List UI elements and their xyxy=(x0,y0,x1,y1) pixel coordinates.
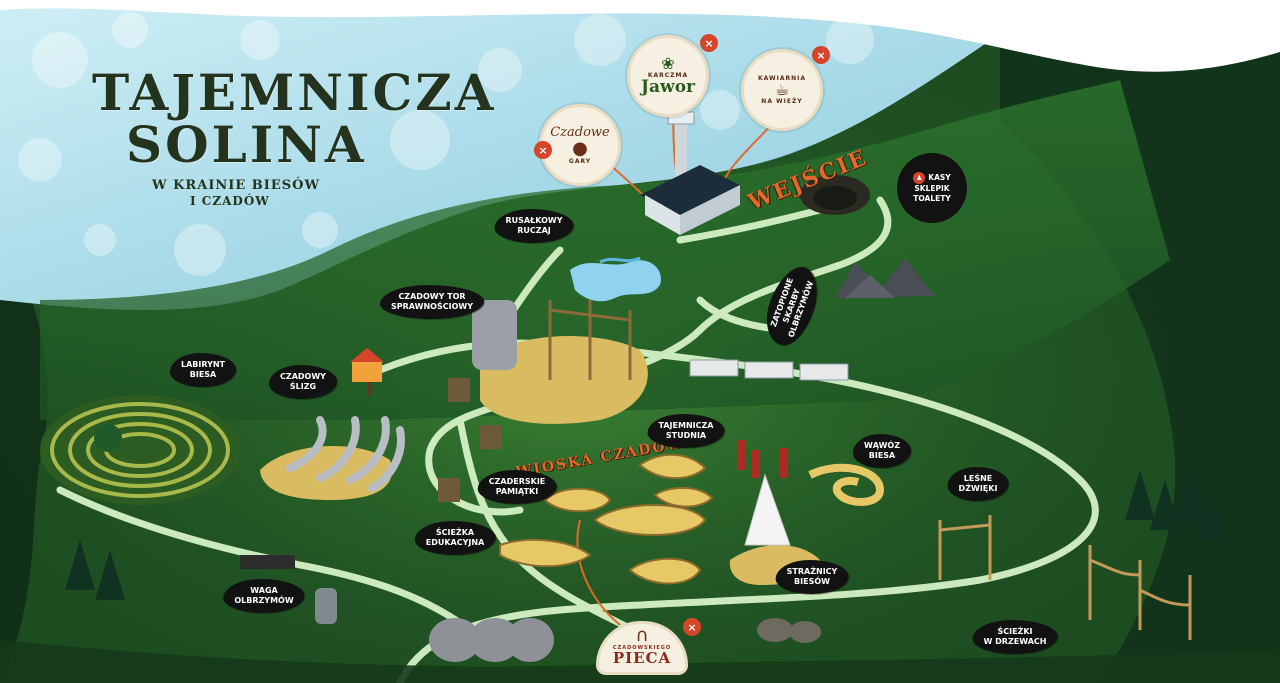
badge-pieca-name: PIECA xyxy=(612,649,672,667)
title-line-1: TAJEMNICZA xyxy=(92,63,497,122)
label-line-1: WĄWÓZ xyxy=(863,441,901,450)
attraction-labirynt-biesa[interactable]: LABIRYNT BIESA xyxy=(169,353,237,387)
oven-icon: ∩ xyxy=(635,625,649,646)
skarby-beds xyxy=(689,359,849,381)
rocks-bottom xyxy=(757,618,821,643)
badge-gary-script: Czadowe xyxy=(550,125,610,140)
badge-gary-name: GARY xyxy=(568,158,592,165)
entry-cave xyxy=(800,175,870,215)
badge-kawiarnia-name: KAWIARNIA xyxy=(757,75,807,82)
label-line-1: WAGA xyxy=(250,586,278,595)
coffee-cup-icon: ☕ xyxy=(774,80,790,99)
label-line-1: ŚCIEŻKA xyxy=(435,528,475,537)
label-line-1: LABIRYNT xyxy=(180,360,226,369)
label-line-1: TAJEMNICZA xyxy=(658,421,714,430)
label-line-1: RUSAŁKOWY xyxy=(505,216,563,225)
labyrinth-tree xyxy=(94,424,122,452)
trees xyxy=(65,470,1225,600)
badge-kawiarnia[interactable]: KAWIARNIA ☕ NA WIEŻY × xyxy=(741,46,830,131)
park-title: TAJEMNICZA SOLINA W KRAINIE BIESÓW I CZA… xyxy=(92,63,497,208)
attraction-straznicy-biesow[interactable]: STRAŻNICY BIESÓW xyxy=(775,560,849,594)
path-to-entry xyxy=(676,206,824,244)
label-line-2: EDUKACYJNA xyxy=(425,538,485,547)
tipi xyxy=(744,473,791,546)
label-line-2: RUCZAJ xyxy=(517,226,551,235)
rope-park xyxy=(1088,545,1192,640)
attraction-tajemnicza-studnia[interactable]: TAJEMNICZA STUDNIA xyxy=(647,414,725,448)
sound-frame xyxy=(938,515,992,580)
stone-faces xyxy=(429,618,554,662)
title-line-2: SOLINA xyxy=(126,115,367,174)
attraction-czadowy-tor[interactable]: CZADOWY TOR SPRAWNOŚCIOWY xyxy=(380,285,484,319)
restaurant-building xyxy=(640,111,740,235)
label-line-2: BIESA xyxy=(868,451,896,460)
label-line-1: CZADERSKIE xyxy=(488,477,546,486)
top-wave xyxy=(0,0,1280,72)
cutlery-icon: × xyxy=(534,141,552,159)
label-line-1: CZADOWY xyxy=(280,372,326,381)
bench xyxy=(240,555,295,569)
attraction-czaderskie-pamiatki[interactable]: CZADERSKIE PAMIĄTKI xyxy=(477,470,557,504)
sky-bubbles xyxy=(18,12,874,276)
label-line-2: BIESA xyxy=(189,370,217,379)
attraction-lesne-dzwieki[interactable]: LEŚNE DŹWIĘKI xyxy=(947,467,1009,501)
ruczaj-stream xyxy=(570,256,661,302)
badge-jawor-small: KARCZMA xyxy=(647,72,689,79)
pot-icon: ● xyxy=(572,138,588,159)
treasure-rocks xyxy=(835,258,935,298)
climbing-wall xyxy=(472,300,517,370)
label-line-1: CZADOWY TOR xyxy=(398,292,466,301)
label-line-2: PAMIĄTKI xyxy=(495,487,539,496)
label-line-2: DŹWIĘKI xyxy=(958,484,998,493)
badge-kawiarnia-sub: NA WIEŻY xyxy=(761,98,803,105)
slides xyxy=(286,416,405,492)
attraction-rusalkowy-ruczaj[interactable]: RUSAŁKOWY RUCZAJ xyxy=(494,209,574,243)
label-line-2: OLBRZYMÓW xyxy=(234,596,294,605)
label-line-2: STUDNIA xyxy=(665,431,707,440)
label-line-2: ŚLIZG xyxy=(289,382,317,391)
left-dark-forest xyxy=(0,230,48,683)
services-line-2: SKLEPIK xyxy=(914,184,950,194)
label-line-2: SPRAWNOŚCIOWY xyxy=(391,302,473,311)
cutlery-icon: × xyxy=(812,46,830,64)
attraction-sciezka-edukacyjna[interactable]: ŚCIEŻKA EDUKACYJNA xyxy=(414,521,496,555)
label-line-1: STRAŻNICY xyxy=(786,567,838,576)
title-subtitle-1: W KRAINIE BIESÓW xyxy=(152,178,321,193)
maple-seed-icon: ❀ xyxy=(661,54,675,73)
badge-jawor-name: Jawor xyxy=(641,77,695,97)
info-boards xyxy=(438,378,502,502)
services-label[interactable]: ♟KASY SKLEPIK TOALETY xyxy=(897,153,967,223)
labyrinth xyxy=(40,395,240,505)
label-line-1: LEŚNE xyxy=(963,474,993,483)
bottom-forest xyxy=(0,640,1280,683)
path-lower-left xyxy=(56,486,474,634)
services-line-1: KASY xyxy=(928,173,951,183)
attraction-czadowy-slizg[interactable]: CZADOWY ŚLIZG xyxy=(269,365,337,399)
label-line-2: BIESÓW xyxy=(794,577,830,586)
badge-karczma-jawor[interactable]: ❀ KARCZMA Jawor × xyxy=(627,34,718,117)
cutlery-icon: × xyxy=(700,34,718,52)
climbing-frame xyxy=(548,300,632,380)
wawoz-spiral xyxy=(808,463,885,506)
title-subtitle-2: I CZADÓW xyxy=(190,193,270,208)
sand-tor xyxy=(480,336,648,424)
badge-czadowe-gary[interactable]: Czadowe ● GARY × xyxy=(534,104,621,186)
attraction-sciezki-w-drzewach[interactable]: ŚCIEŻKI W DRZEWACH xyxy=(972,620,1058,654)
services-line-3: TOALETY xyxy=(913,194,951,203)
label-line-1: ŚCIEŻKI xyxy=(997,627,1033,636)
badge-pieca-small: CZADOWSKIEGO xyxy=(612,645,672,651)
playground xyxy=(350,348,384,396)
people-icon: ♟ xyxy=(913,172,926,185)
label-line-2: W DRZEWACH xyxy=(983,637,1047,646)
attraction-waga-olbrzymow[interactable]: WAGA OLBRZYMÓW xyxy=(223,579,305,613)
cutlery-icon: × xyxy=(683,618,701,636)
hill-slope xyxy=(40,80,1170,420)
waga-stone xyxy=(315,588,337,624)
banners xyxy=(738,440,788,478)
village-huts xyxy=(499,453,714,585)
attraction-wawoz-biesa[interactable]: WĄWÓZ BIESA xyxy=(852,434,912,468)
sand-areas xyxy=(260,336,820,585)
